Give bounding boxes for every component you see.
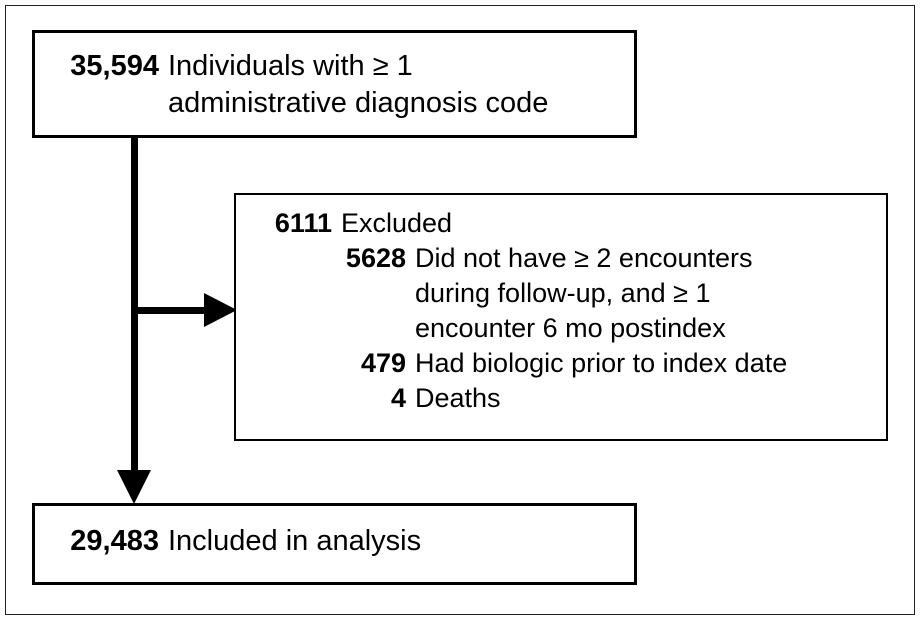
excluded-encounters-count: 5628 [345,243,406,273]
excluded-row-biologic: 479 Had biologic prior to index date [236,346,886,381]
enrolled-label: Individuals with ≥ 1 administrative diag… [168,50,549,119]
enrolled-count: 35,594 [70,50,159,82]
excluded-biologic-count: 479 [360,348,406,378]
excluded-row-deaths: 4 Deaths [236,381,886,416]
enrolled-row: 35,594 Individuals with ≥ 1 administrati… [35,48,634,122]
excluded-total-label: Excluded [341,208,453,238]
connector-trunk-vertical [131,136,138,476]
excluded-deaths-count: 4 [390,383,406,413]
excluded-encounters-label: Did not have ≥ 2 encounters during follo… [415,243,753,343]
excluded-row-total: 6111 Excluded [236,206,886,241]
arrow-right-icon [204,293,237,327]
enrolled-rows: 35,594 Individuals with ≥ 1 administrati… [35,33,634,122]
included-rows: 29,483 Included in analysis [35,506,634,560]
excluded-box: 6111 Excluded 5628 Did not have ≥ 2 enco… [234,193,888,441]
connector-branch-horizontal [134,307,208,314]
included-label: Included in analysis [168,525,422,557]
excluded-rows: 6111 Excluded 5628 Did not have ≥ 2 enco… [236,195,886,416]
included-count: 29,483 [70,525,159,557]
included-box: 29,483 Included in analysis [32,503,637,585]
enrolled-box: 35,594 Individuals with ≥ 1 administrati… [32,30,637,138]
excluded-row-encounters: 5628 Did not have ≥ 2 encounters during … [236,241,886,346]
included-row: 29,483 Included in analysis [35,523,634,560]
excluded-total-count: 6111 [274,208,332,238]
arrow-down-icon [117,470,151,504]
excluded-deaths-label: Deaths [415,383,501,413]
excluded-biologic-label: Had biologic prior to index date [415,348,788,378]
